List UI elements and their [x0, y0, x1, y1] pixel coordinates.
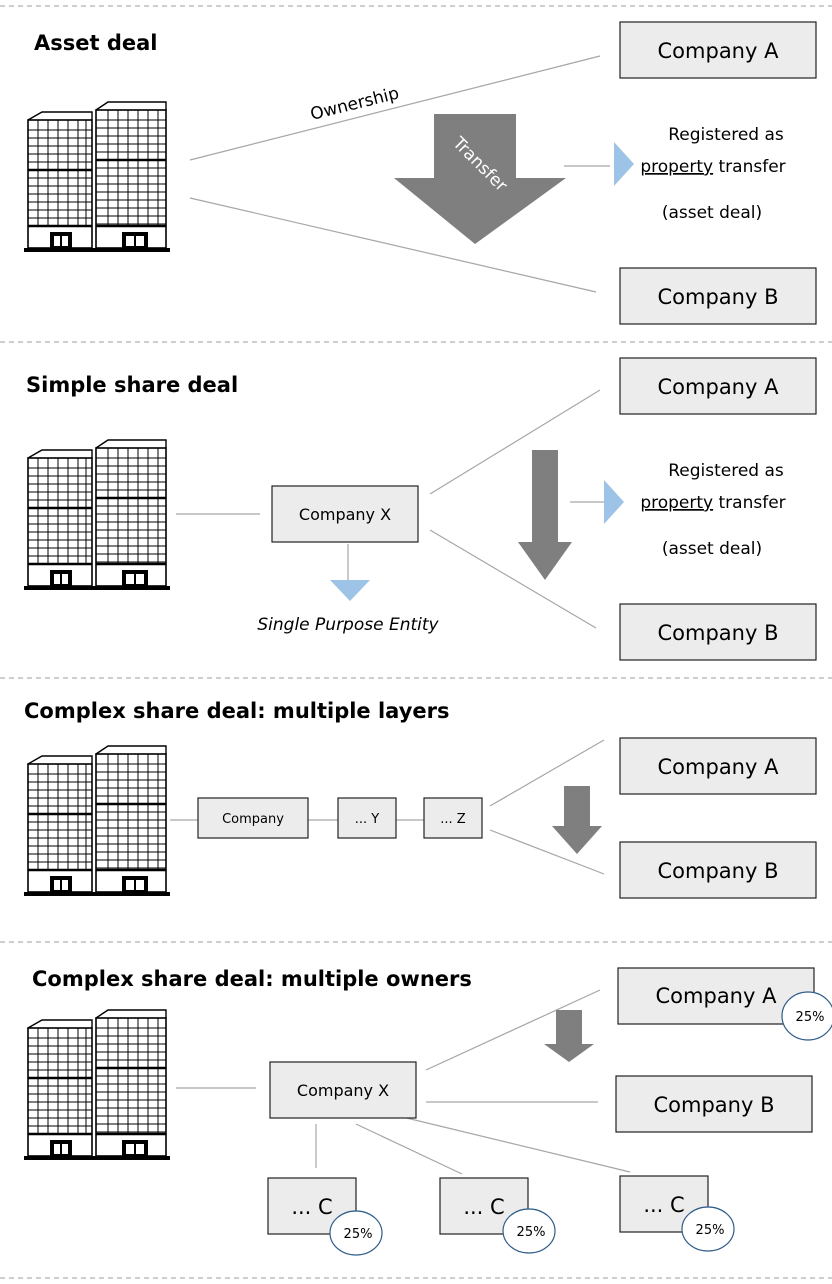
- layer-z-box: [423, 797, 483, 839]
- company-x-label: Company X: [299, 505, 391, 524]
- layer-y-box: [337, 797, 397, 839]
- section-dividers: [0, 5, 832, 1279]
- building-icon: [22, 744, 172, 898]
- registration-arrow: [614, 142, 634, 186]
- company-a-label: Company A: [658, 375, 780, 399]
- ownership-badge-label: 25%: [696, 1223, 725, 1238]
- building-icon: [22, 1008, 172, 1162]
- company-b-label: Company B: [658, 285, 779, 309]
- underlined-word: property: [640, 493, 713, 513]
- layer-y-label: ... Y: [355, 812, 380, 827]
- section-title: Asset deal: [34, 31, 158, 55]
- multiple-layers-section: Complex share deal: multiple layers Comp…: [22, 699, 817, 899]
- layer-company-box: [197, 797, 309, 839]
- registration-note-line2: property transfer: [640, 493, 785, 513]
- company-b-label: Company B: [658, 859, 779, 883]
- company-x-box: [269, 1061, 417, 1119]
- company-b-label: Company B: [654, 1093, 775, 1117]
- sub-company-label: ... C: [463, 1195, 504, 1219]
- ownership-badge: [781, 991, 832, 1041]
- note-rest: transfer: [713, 493, 786, 513]
- registration-note-line3: (asset deal): [662, 203, 762, 223]
- company-x-label: Company X: [297, 1081, 389, 1100]
- transfer-arrow: [518, 450, 572, 580]
- registration-note-line3: (asset deal): [662, 539, 762, 559]
- underlined-word: property: [640, 157, 713, 177]
- simple-share-deal-section: Simple share deal Company X Single Purpo…: [22, 357, 817, 661]
- multiple-owners-section: Complex share deal: multiple owners Comp…: [22, 967, 832, 1256]
- company-a-label: Company A: [656, 984, 778, 1008]
- building-icon: [22, 100, 172, 254]
- company-b-box: [619, 267, 817, 325]
- registration-arrow: [604, 480, 624, 524]
- company-a-box: [617, 967, 815, 1025]
- company-a-box: [619, 21, 817, 79]
- company-a-label: Company A: [658, 755, 780, 779]
- transfer-arrow: [552, 786, 602, 854]
- ownership-badge-label: 25%: [344, 1227, 373, 1242]
- company-b-box: [619, 841, 817, 899]
- transfer-arrow: [544, 1010, 594, 1062]
- company-a-box: [619, 357, 817, 415]
- building-icon: [22, 438, 172, 592]
- company-a-box: [619, 737, 817, 795]
- note-rest: transfer: [713, 157, 786, 177]
- company-b-box: [615, 1075, 813, 1133]
- ownership-badge: [681, 1206, 735, 1252]
- layer-company-label: Company: [222, 812, 284, 827]
- layer-z-label: ... Z: [440, 812, 466, 827]
- section-title: Complex share deal: multiple owners: [32, 967, 472, 991]
- section-title: Simple share deal: [26, 373, 238, 397]
- asset-deal-section: Asset deal Ownership Transfer Company A …: [22, 21, 817, 325]
- registration-note-line1: Registered as: [668, 125, 784, 145]
- transfer-arrow: [394, 114, 566, 244]
- section-title: Complex share deal: multiple layers: [24, 699, 450, 723]
- company-x-box: [271, 485, 419, 543]
- company-b-box: [619, 603, 817, 661]
- ownership-badge: [502, 1208, 556, 1254]
- company-a-label: Company A: [658, 39, 780, 63]
- ownership-badge-label: 25%: [517, 1225, 546, 1240]
- sub-company-label: ... C: [643, 1193, 684, 1217]
- spe-label: Single Purpose Entity: [257, 615, 439, 635]
- ownership-badge-label: 25%: [796, 1010, 825, 1025]
- ownership-badge: [329, 1210, 383, 1256]
- spe-arrow: [330, 580, 370, 601]
- company-b-label: Company B: [658, 621, 779, 645]
- registration-note-line1: Registered as: [668, 461, 784, 481]
- sub-company-label: ... C: [291, 1195, 332, 1219]
- registration-note-line2: property transfer: [640, 157, 785, 177]
